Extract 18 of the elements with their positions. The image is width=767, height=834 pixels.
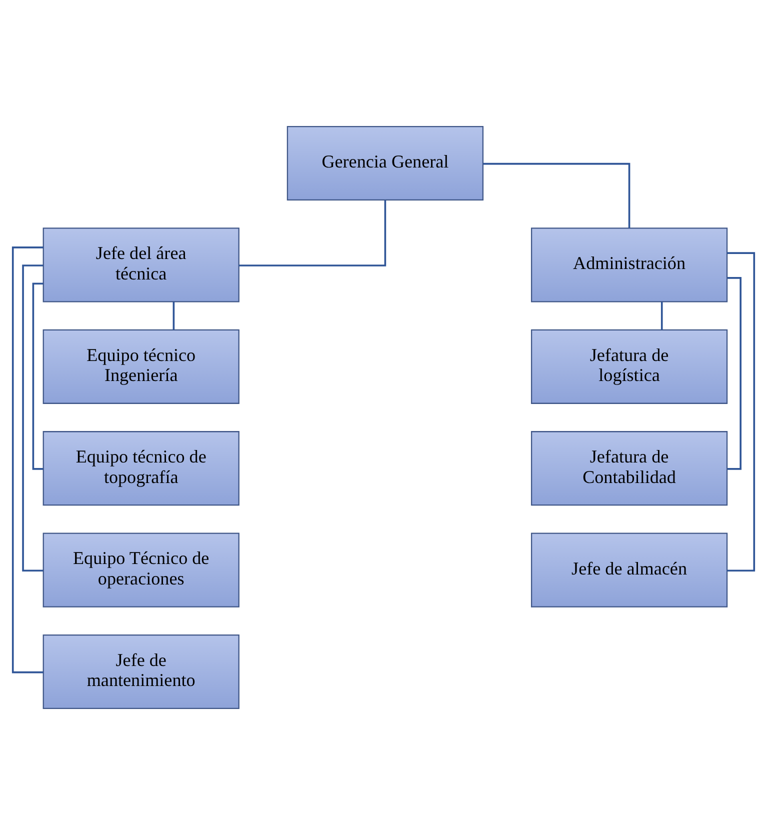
connector (727, 252, 756, 572)
node-box: Administración (530, 227, 728, 302)
connector (483, 162, 630, 228)
connector (172, 301, 175, 330)
node-box: Equipo técnico Ingeniería (42, 328, 240, 404)
node-box: Equipo Técnico de operaciones (42, 532, 240, 607)
node-box: Equipo técnico de topografía (42, 430, 240, 506)
connector (238, 200, 386, 266)
connector (12, 246, 44, 673)
node-box: Jefe de mantenimiento (42, 634, 240, 709)
node-box: Gerencia General (286, 125, 484, 200)
node-box: Jefatura de logística (530, 328, 728, 404)
connector (22, 264, 44, 572)
node-box: Jefatura de Contabilidad (530, 430, 728, 506)
connector (32, 282, 44, 470)
node-box: Jefe del área técnica (42, 227, 240, 302)
connector (660, 301, 663, 330)
node-box: Jefe de almacén (530, 532, 728, 607)
